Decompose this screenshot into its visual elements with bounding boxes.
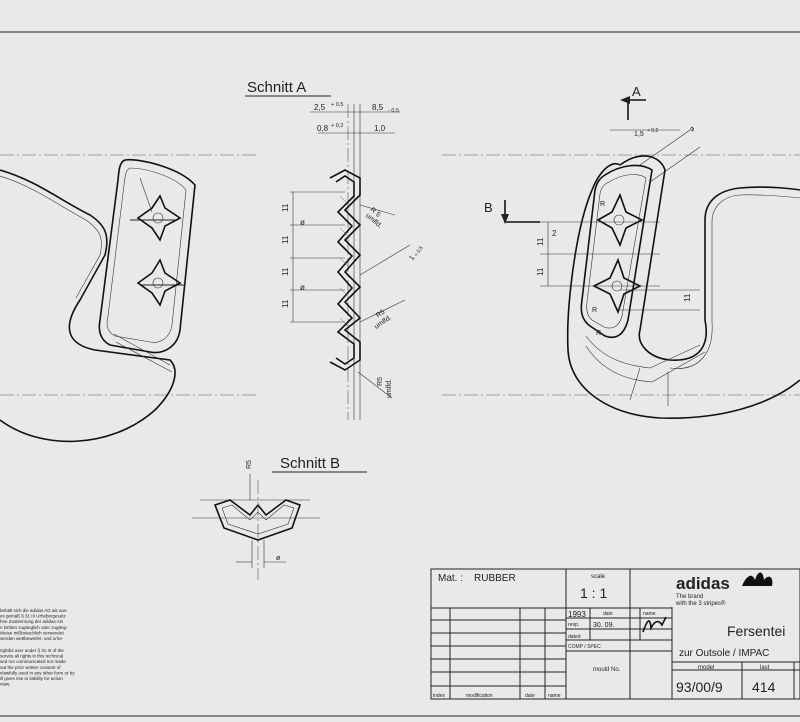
dim-r-3: R <box>596 330 601 337</box>
dim-11-r2: 11 <box>536 267 545 276</box>
dim-2-right: 2 <box>552 229 557 238</box>
dim-11-r1: 11 <box>536 237 545 246</box>
date-label: date <box>603 611 613 617</box>
resp-label: resp. <box>568 622 579 628</box>
model-value: 93/00/9 <box>676 679 723 695</box>
dim-r5-b: R5 <box>246 460 253 469</box>
dated-label: dated <box>568 634 581 640</box>
part-subtitle: zur Outsole / IMPAC <box>679 648 769 659</box>
legal-line: werden wettbewerbs- und urhe- <box>0 636 64 641</box>
legal-line: behält sich die adidas AG als aus- <box>0 608 68 613</box>
scale-label: scale <box>591 574 606 580</box>
comp-spec-label: COMP / SPEC <box>568 644 601 650</box>
dim-r-1: R <box>600 201 605 208</box>
legal-line: es gemäß § 31 III Urhebergesetz <box>0 614 67 619</box>
brand-tagline-2: with the 3 stripes® <box>675 600 726 607</box>
brand-name: adidas <box>676 574 730 593</box>
dim-2-5: 2,5 <box>314 103 326 112</box>
legal-line: out the prior written consent of <box>0 665 61 670</box>
modification-col-label: modification <box>466 693 493 699</box>
trefoil-icon <box>742 572 773 586</box>
dim-phi-right: ø <box>688 125 696 133</box>
title-block: Mat. : RUBBER scale 1 : 1 1993 date name… <box>430 568 800 700</box>
dim-11-a3: 11 <box>281 267 290 276</box>
legal-line: rightful user under § 31 III of the <box>0 648 64 653</box>
legal-line: nlawfully used in any other form or by <box>0 670 75 675</box>
dim-11-a1: 11 <box>281 203 290 212</box>
legal-line: serves all rights in this technical <box>0 654 63 659</box>
dim-1-5: 1,5 <box>634 131 644 138</box>
dim-8-5-tol: - 0,5 <box>388 108 399 114</box>
dim-umlfd-a3: umlfd. <box>386 379 393 398</box>
mould-no-label: mould No. <box>593 667 621 673</box>
marker-b-label: B <box>484 200 493 215</box>
dim-2-5-tol: + 0,5 <box>331 102 343 108</box>
dim-0-8-tol: + 0,2 <box>331 123 343 129</box>
name-col-label: name <box>548 693 561 699</box>
right-view: A B 1,5 + 0,2 ø <box>442 84 800 419</box>
section-a-view: Schnitt A 2,5 + 0,5 8,5 - 0,5 0,8 + 0,2 … <box>245 79 425 420</box>
last-label: last <box>760 665 770 671</box>
dim-8-5: 8,5 <box>372 103 384 112</box>
resp-date: 30. 09. <box>593 622 614 629</box>
legal-text-de: behält sich die adidas AG als aus-es gem… <box>0 608 68 641</box>
scale-value: 1 : 1 <box>580 585 607 601</box>
dim-phi-a2: ø <box>300 283 305 292</box>
section-b-view: Schnitt B R5 ø <box>192 455 367 580</box>
model-label: model <box>698 665 714 671</box>
part-title: Fersentei <box>727 623 785 639</box>
dim-1-a: 1 <box>408 255 416 262</box>
name-label: name <box>643 611 656 617</box>
left-view <box>0 154 258 443</box>
dim-11-a2: 11 <box>281 235 290 244</box>
legal-line: Weise mißbräuchlich verwendet <box>0 630 64 635</box>
dim-1-5-tol: + 0,2 <box>647 128 658 134</box>
dim-0-8: 0,8 <box>317 124 329 133</box>
date-col-label: date <box>525 693 535 699</box>
material-value: RUBBER <box>474 573 516 584</box>
brand-tagline-1: The brand <box>676 594 703 600</box>
dim-phi-b: ø <box>276 555 281 562</box>
legal-line: sed nor communicated nor made <box>0 659 66 664</box>
material-label: Mat. : <box>438 573 463 584</box>
legal-line: hne Zustimmung der adidas AG <box>0 619 64 624</box>
legal-line: ill gives rise to liability for action <box>0 676 63 681</box>
marker-a-label: A <box>632 84 641 99</box>
index-col-label: index <box>433 693 445 699</box>
dim-r5-a3: R5 <box>377 377 384 386</box>
dim-r5-a2: R5 <box>375 309 386 320</box>
dim-1-0: 1,0 <box>374 124 386 133</box>
last-value: 414 <box>752 679 776 695</box>
dim-1-a-tol: + 0,5 <box>413 245 424 258</box>
dim-11-r3: 11 <box>683 293 692 302</box>
section-a-title: Schnitt A <box>247 79 306 96</box>
dim-phi-a1: ø <box>300 218 305 227</box>
year-value: 1993 <box>568 610 586 619</box>
dim-11-a4: 11 <box>281 299 290 308</box>
signature-mark <box>642 616 667 633</box>
legal-line: nlaw. <box>0 682 10 687</box>
dim-r-2: R <box>592 307 597 314</box>
section-b-title: Schnitt B <box>280 455 340 472</box>
legal-line: n Dritten zugänglich oder zugäng- <box>0 625 68 630</box>
adidas-logo: adidas The brand with the 3 stripes® <box>675 572 773 607</box>
